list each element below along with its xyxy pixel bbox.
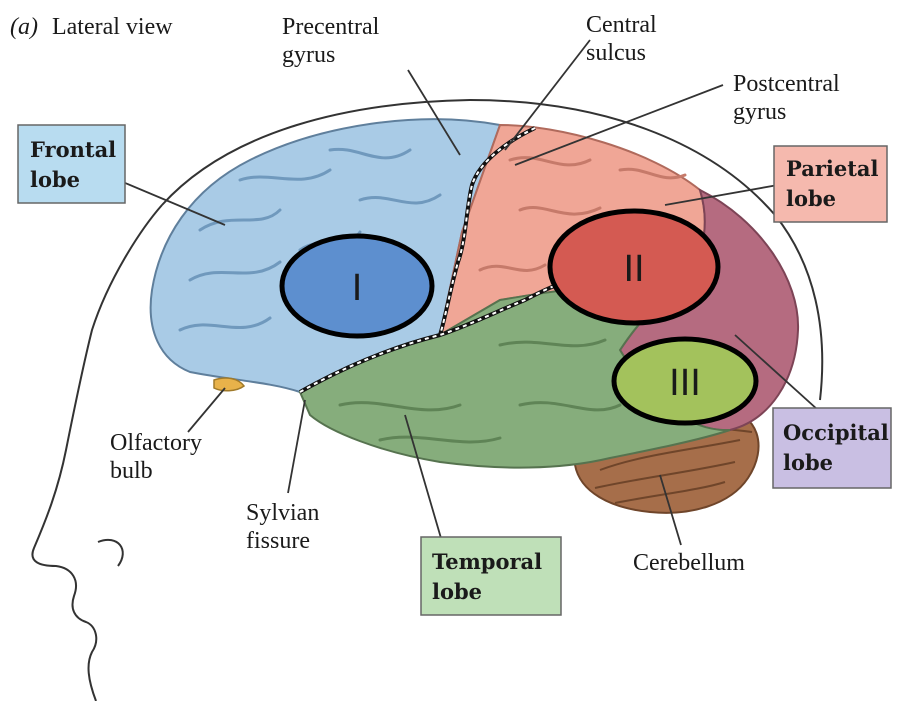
postcentral-label-line1: Postcentral	[733, 71, 840, 97]
precentral-label-line2: gyrus	[282, 42, 335, 68]
temporal-box-line2: lobe	[432, 579, 482, 604]
panel-title-text: Lateral view	[52, 14, 173, 40]
sylvian-label-line2: fissure	[246, 528, 310, 554]
olfactory-label-line2: bulb	[110, 458, 153, 484]
temporal-lobe-box: Temporal lobe	[421, 537, 561, 615]
parietal-box-line2: lobe	[786, 186, 836, 211]
occipital-box-line1: Occipital	[783, 420, 889, 445]
postcentral-label-line2: gyrus	[733, 99, 786, 125]
precentral-label-line1: Precentral	[282, 14, 380, 40]
sylvian-leader-line	[288, 400, 305, 493]
occipital-lobe-box: Occipital lobe	[773, 408, 891, 488]
temporal-box-line1: Temporal	[432, 549, 542, 574]
sylvian-label-line1: Sylvian	[246, 500, 319, 526]
frontal-lobe-box: Frontal lobe	[18, 125, 125, 203]
central-label-line1: Central	[586, 12, 657, 38]
olfactory-leader-line	[188, 388, 225, 432]
frontal-box-line1: Frontal	[30, 137, 116, 162]
panel-title: (a) Lateral view	[10, 14, 173, 40]
panel-prefix: (a)	[10, 14, 38, 40]
central-label-line2: sulcus	[586, 40, 646, 66]
nostril-outline	[98, 540, 123, 566]
parietal-lobe-box: Parietal lobe	[774, 146, 887, 222]
olfactory-label-line1: Olfactory	[110, 430, 202, 456]
occipital-box-line2: lobe	[783, 450, 833, 475]
region-iii-numeral: III	[669, 362, 701, 404]
region-i-numeral: I	[352, 267, 363, 309]
cerebellum-label: Cerebellum	[633, 550, 745, 576]
parietal-box-line1: Parietal	[786, 156, 879, 181]
frontal-box-line2: lobe	[30, 167, 80, 192]
region-ii-numeral: II	[623, 248, 644, 290]
